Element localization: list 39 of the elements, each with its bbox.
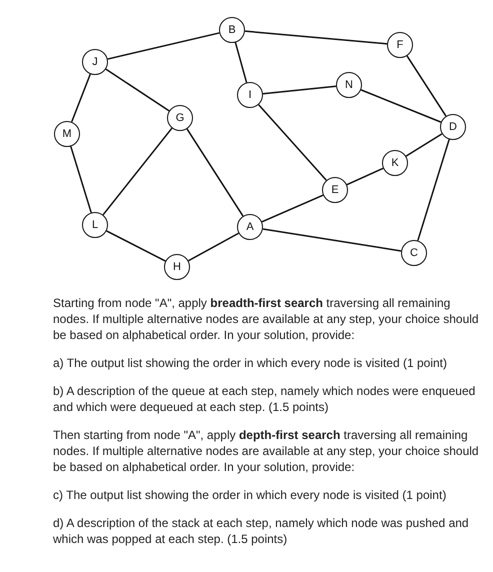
graph-node: C: [401, 240, 427, 266]
graph-node: B: [219, 17, 245, 43]
question-paragraph: a) The output list showing the order in which every node is visited (1 point): [53, 355, 448, 371]
graph-node: K: [382, 150, 408, 176]
edge-line: [346, 168, 384, 186]
question-paragraph: c) The output list showing the order in which every node is visited (1 point): [53, 487, 448, 503]
graph-node: L: [82, 212, 108, 238]
graph-node: A: [237, 214, 263, 240]
edge-line: [406, 133, 442, 157]
graph-node: J: [82, 49, 108, 75]
graph-node: G: [167, 105, 193, 131]
edge-line: [107, 32, 220, 60]
edge-line: [406, 56, 447, 116]
edge-line: [188, 232, 239, 262]
edge-line: [102, 128, 172, 216]
edge-line: [262, 194, 324, 222]
edge-line: [258, 104, 327, 181]
graph-node: D: [440, 114, 466, 140]
graph-node: F: [387, 32, 413, 58]
graph-node: M: [54, 121, 80, 147]
edge-line: [262, 86, 336, 94]
question-paragraph: Starting from node "A", apply breadth-first search traversing all remaining nodes. If multiple alternative nodes are available at any step, your choice should be based on alphabetical order. In your solution, provide:: [53, 295, 480, 343]
edge-line: [360, 89, 442, 123]
question-paragraph: b) A description of the queue at each step, namely which nodes were enqueued and which were dequeued at each step. (1.5 points): [53, 383, 476, 415]
edge-line: [105, 68, 170, 112]
edge-line: [244, 30, 388, 45]
graph-node: I: [237, 82, 263, 108]
question-paragraph: d) A description of the stack at each step, namely which node was pushed and which was popped at each step. (1.5 points): [53, 515, 470, 547]
edge-line: [71, 74, 91, 122]
edge-line: [234, 42, 248, 83]
edge-line: [106, 230, 166, 262]
graph-node: H: [164, 254, 190, 280]
question-paragraph: Then starting from node "A", apply depth-first search traversing all remaining nodes. If multiple alternative nodes are available at any step, your choice should be based on alphabetical order. In your solution, provide:: [53, 427, 480, 475]
edge-line: [262, 228, 402, 252]
graph-node: N: [336, 72, 362, 98]
edge-line: [70, 146, 92, 213]
edge-line: [417, 139, 450, 241]
graph-node: E: [322, 177, 348, 203]
edge-line: [186, 128, 244, 216]
